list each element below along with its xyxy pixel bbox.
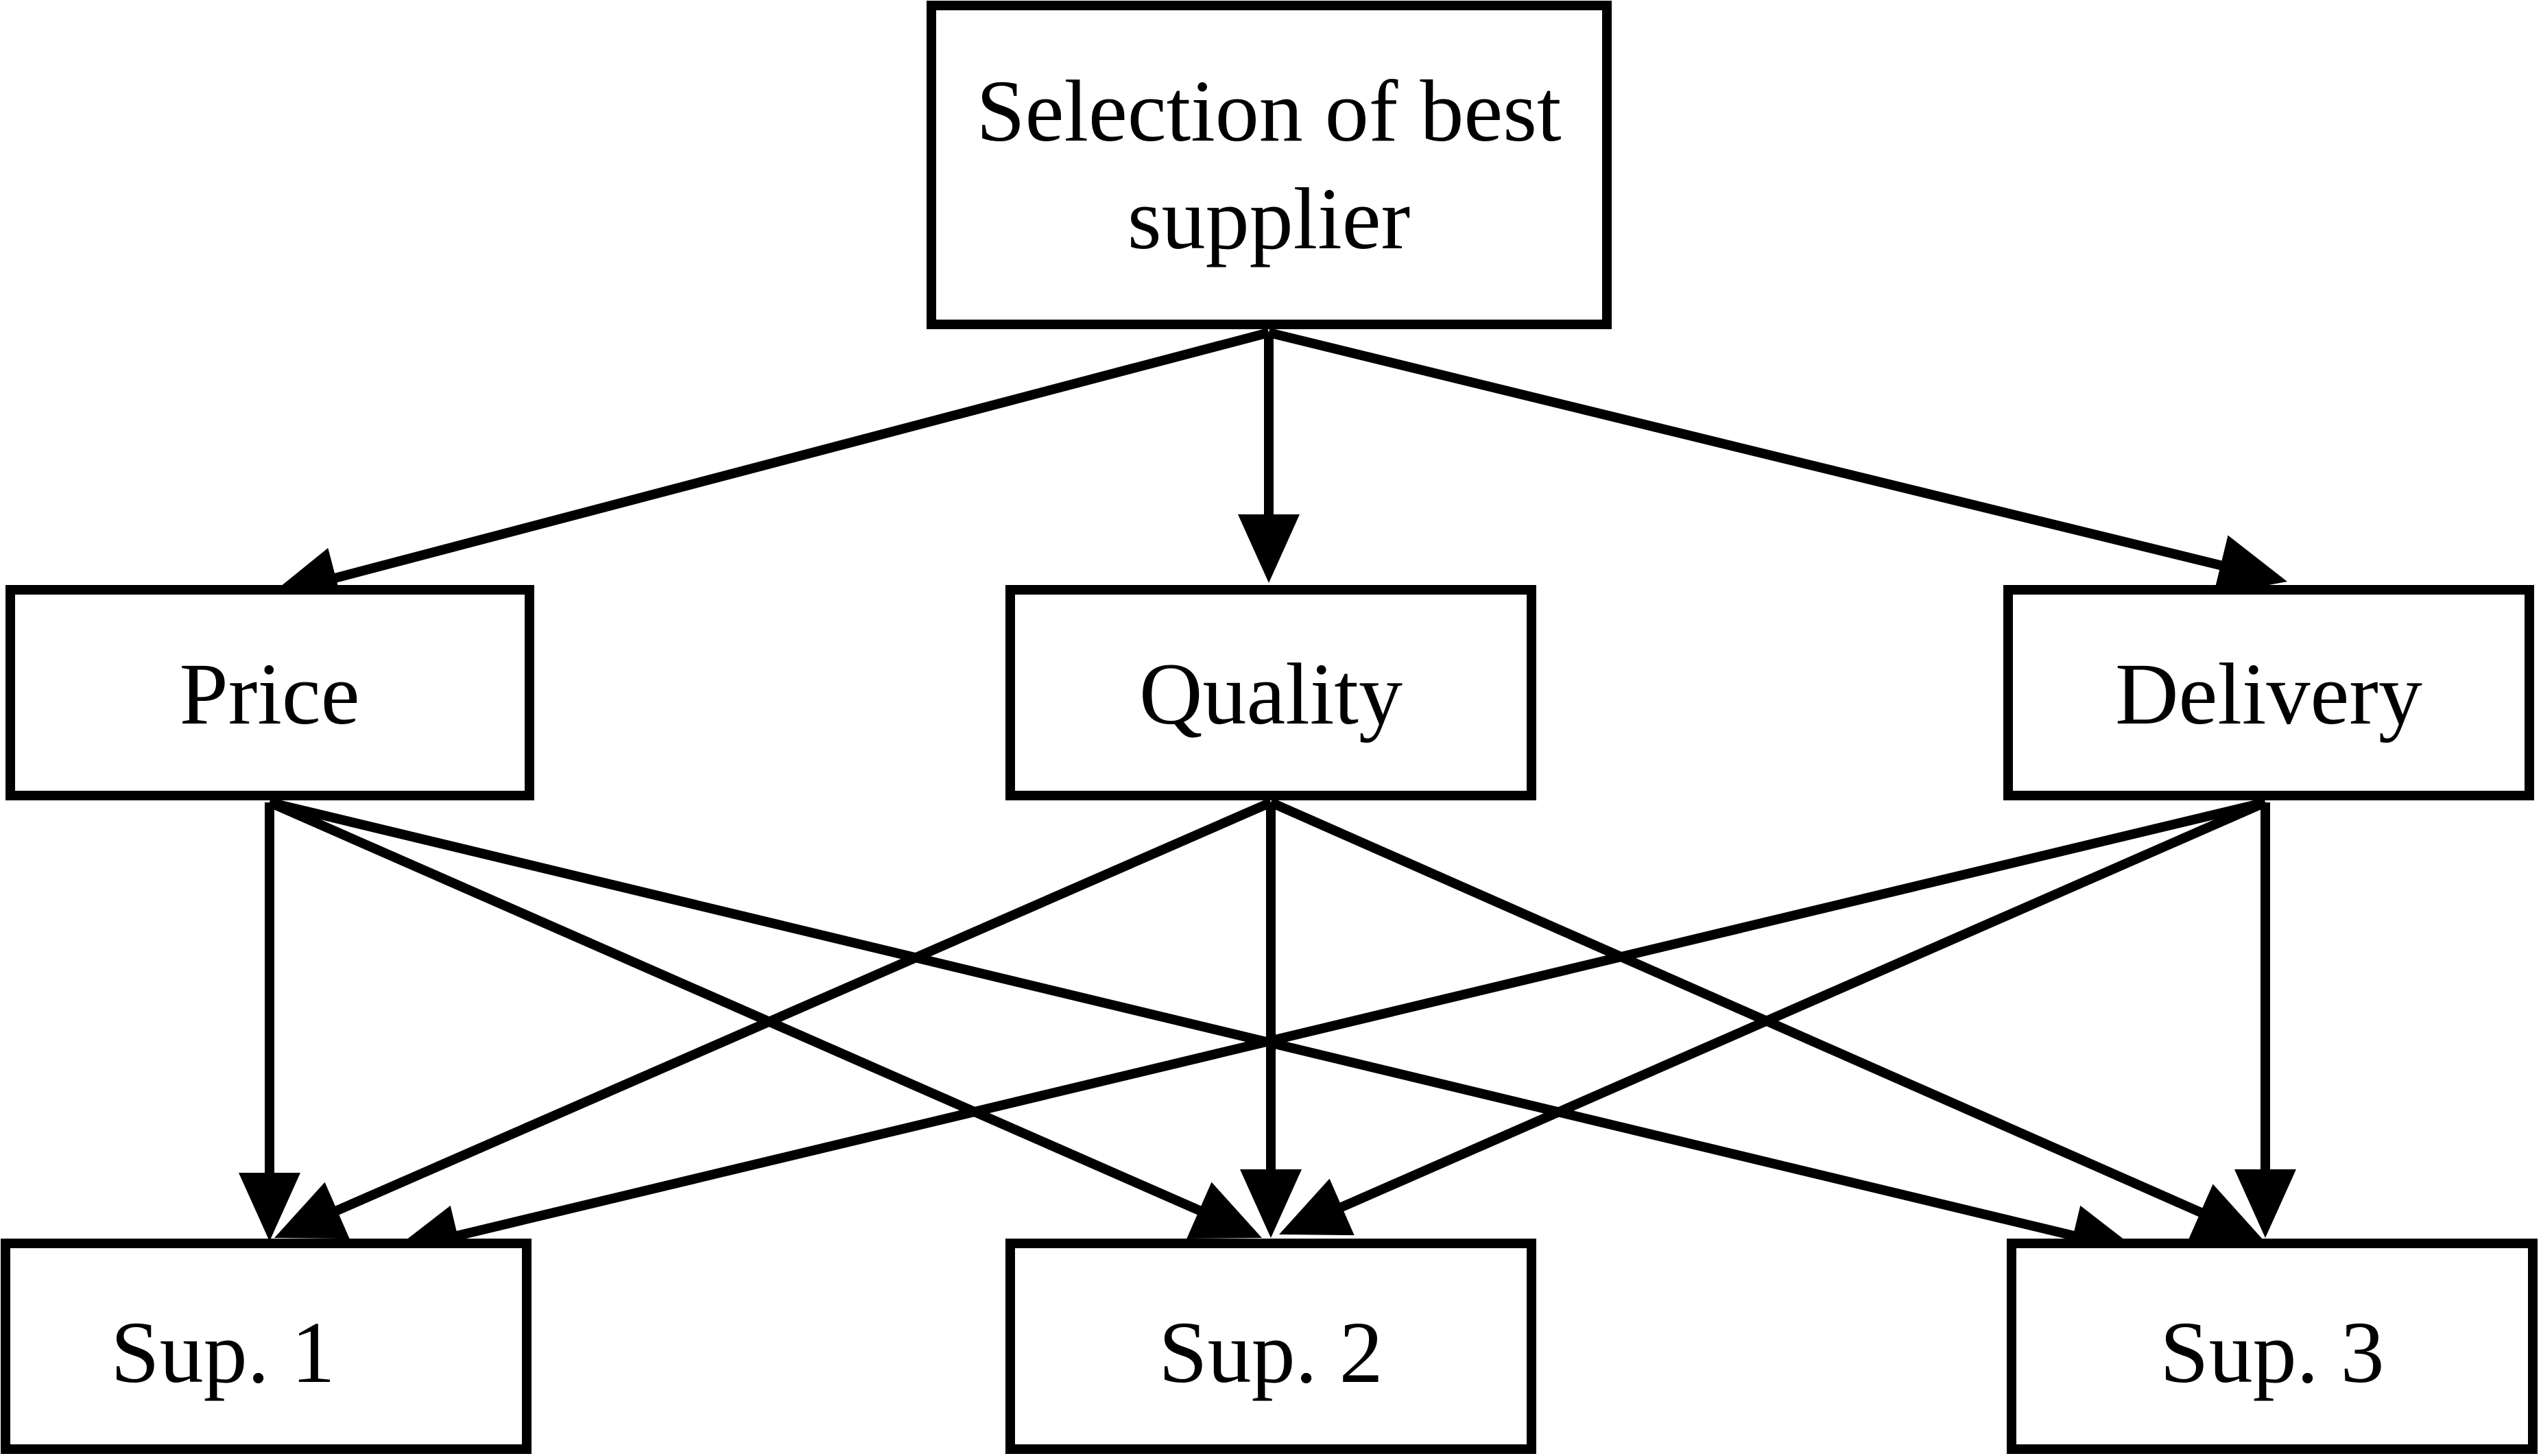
edge-line xyxy=(449,798,2267,1242)
alternative-label-sup1: Sup. 1 xyxy=(110,1304,335,1401)
edge-delivery-to-sup3 xyxy=(2234,802,2296,1238)
edge-goal-to-delivery xyxy=(1267,328,2287,595)
alternative-box-sup3 xyxy=(2007,1239,2538,1454)
alternative-box-sup1 xyxy=(1,1239,532,1454)
edge-price-to-sup2 xyxy=(267,798,1262,1239)
arrowhead-icon xyxy=(239,1173,300,1241)
alternative-label-sup3: Sup. 3 xyxy=(2160,1304,2384,1401)
edge-quality-to-sup2 xyxy=(1240,802,1302,1238)
edge-line xyxy=(329,798,1273,1218)
edge-delivery-to-sup2 xyxy=(1279,798,2267,1236)
criterion-box-delivery xyxy=(2003,585,2534,800)
alternative-node-sup1: Sup. 1 xyxy=(1,1239,532,1454)
alternative-node-sup3: Sup. 3 xyxy=(2007,1239,2538,1454)
criterion-label-delivery: Delivery xyxy=(2115,645,2422,743)
alternative-label-sup2: Sup. 2 xyxy=(1158,1304,1383,1401)
arrowhead-icon xyxy=(1279,1178,1355,1236)
criterion-box-price xyxy=(5,585,534,800)
arrowhead-icon xyxy=(2213,535,2287,595)
edge-line xyxy=(328,328,1270,584)
criterion-box-quality xyxy=(1005,585,1536,800)
edge-line xyxy=(1267,328,2229,572)
criterion-label-quality: Quality xyxy=(1139,645,1403,743)
criterion-node-price: Price xyxy=(5,585,534,800)
edge-quality-to-sup1 xyxy=(274,798,1273,1239)
goal-label-line2: supplier xyxy=(1128,170,1410,267)
arrowhead-icon xyxy=(1238,514,1300,583)
goal-box xyxy=(927,1,1612,329)
goal-node: Selection of best supplier xyxy=(927,1,1612,329)
edge-line xyxy=(267,798,1208,1218)
edges-layer xyxy=(239,328,2296,1266)
edge-price-to-sup3 xyxy=(268,798,2140,1266)
edge-line xyxy=(1269,798,2209,1220)
edge-goal-to-price xyxy=(270,328,1270,608)
arrowhead-icon xyxy=(1186,1182,1262,1239)
arrowhead-icon xyxy=(2234,1169,2296,1238)
arrowhead-icon xyxy=(274,1182,350,1239)
edge-line xyxy=(268,798,2081,1242)
arrowhead-icon xyxy=(1240,1169,1302,1238)
edge-line xyxy=(1333,798,2267,1215)
edge-goal-to-quality xyxy=(1238,333,1300,583)
alternative-box-sup2 xyxy=(1005,1239,1536,1454)
edge-price-to-sup1 xyxy=(239,802,300,1241)
alternative-node-sup2: Sup. 2 xyxy=(1005,1239,1536,1454)
criterion-label-price: Price xyxy=(180,645,360,743)
criterion-node-delivery: Delivery xyxy=(2003,585,2534,800)
goal-label-line1: Selection of best xyxy=(976,62,1561,160)
arrowhead-icon xyxy=(2188,1184,2263,1241)
criterion-node-quality: Quality xyxy=(1005,585,1536,800)
edge-quality-to-sup3 xyxy=(1269,798,2263,1241)
